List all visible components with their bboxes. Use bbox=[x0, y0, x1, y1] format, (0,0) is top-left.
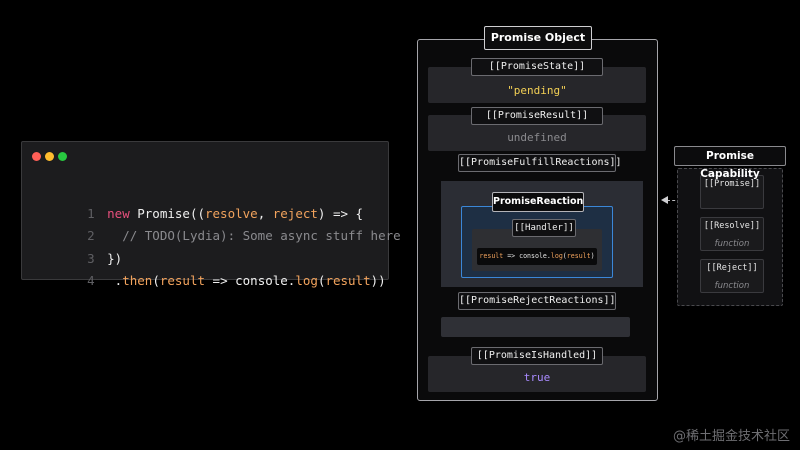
code-token: log bbox=[295, 273, 318, 288]
code-token: => console. bbox=[205, 273, 296, 288]
code-token: }) bbox=[107, 250, 123, 266]
code-block: 1 new Promise((resolve, reject) => { 2 //… bbox=[42, 180, 401, 289]
code-token: , bbox=[257, 205, 273, 221]
code-token: )) bbox=[370, 273, 386, 288]
line-number: 3 bbox=[87, 250, 95, 266]
is-handled-value: true bbox=[523, 371, 551, 384]
code-token: log bbox=[550, 252, 563, 260]
code-token: result bbox=[159, 273, 206, 288]
maximize-dot-icon[interactable] bbox=[58, 152, 67, 161]
promise-state-value: "pending" bbox=[507, 84, 567, 97]
promise-reaction-title: PromiseReaction bbox=[492, 192, 584, 212]
code-line-3: 3}) bbox=[42, 225, 401, 266]
code-editor-window: 1 new Promise((resolve, reject) => { 2 //… bbox=[21, 141, 401, 288]
code-token: => console. bbox=[503, 252, 551, 260]
line-number: 1 bbox=[87, 205, 95, 221]
code-token: ) => { bbox=[317, 205, 364, 221]
capability-slot-value: function bbox=[714, 239, 750, 249]
code-token: then bbox=[122, 273, 153, 288]
code-token: result bbox=[479, 252, 504, 260]
reject-reactions-slot bbox=[441, 317, 630, 337]
promise-reaction-box: result => console.log(result) [[Handler]… bbox=[461, 206, 613, 278]
promise-state-label: [[PromiseState]] bbox=[471, 58, 603, 76]
code-token: result bbox=[325, 273, 371, 288]
code-token: // TODO(Lydia): Some async stuff here bbox=[107, 228, 401, 243]
code-token: new bbox=[107, 205, 130, 221]
promise-object-box: Promise Object "pending" [[PromiseState]… bbox=[417, 26, 658, 401]
code-token: ( bbox=[152, 273, 160, 288]
code-token: ( bbox=[317, 273, 326, 288]
line-number: 2 bbox=[87, 228, 95, 243]
code-token: . bbox=[107, 273, 123, 288]
line-number: 4 bbox=[87, 273, 95, 288]
promise-result-value: undefined bbox=[507, 131, 567, 144]
code-line-2: 2 // TODO(Lydia): Some async stuff here bbox=[42, 203, 401, 243]
code-line-4: 4 .then(result => console.log(result)) bbox=[42, 248, 401, 288]
window-controls bbox=[32, 152, 67, 161]
code-line-1: 1 new Promise((resolve, reject) => { bbox=[42, 180, 401, 221]
capability-reject-slot: [[Reject]] function bbox=[700, 259, 764, 293]
capability-resolve-slot: [[Resolve]] function bbox=[700, 217, 764, 251]
code-token: Promise(( bbox=[129, 205, 205, 221]
code-token: ( bbox=[562, 252, 567, 260]
capability-slot-label: [[Reject]] bbox=[706, 263, 758, 273]
promise-capability-title: Promise Capability bbox=[674, 146, 786, 180]
promise-result-label: [[PromiseResult]] bbox=[471, 107, 603, 125]
code-token: reject bbox=[272, 205, 318, 221]
promise-object-title: Promise Object bbox=[484, 26, 592, 50]
promise-capability-box: [[Promise]] [[Resolve]] function [[Rejec… bbox=[677, 168, 783, 306]
code-token: result bbox=[566, 252, 591, 260]
capability-promise-slot: [[Promise]] bbox=[700, 175, 764, 209]
minimize-dot-icon[interactable] bbox=[45, 152, 54, 161]
reject-reactions-label: [[PromiseRejectReactions]] bbox=[458, 292, 616, 310]
watermark: @稀土掘金技术社区 bbox=[672, 429, 790, 444]
is-handled-label: [[PromiseIsHandled]] bbox=[471, 347, 603, 365]
arrow-head-icon bbox=[661, 196, 668, 204]
capability-slot-value: function bbox=[714, 281, 750, 291]
code-token: resolve bbox=[205, 205, 258, 221]
capability-slot-label: [[Resolve]] bbox=[703, 221, 761, 231]
handler-code: result => console.log(result) bbox=[477, 248, 597, 265]
fulfill-reactions-label: [[PromiseFulfillReactions]] bbox=[458, 154, 622, 172]
handler-label: [[Handler]] bbox=[512, 219, 576, 237]
capability-slot-label: [[Promise]] bbox=[703, 179, 761, 189]
close-dot-icon[interactable] bbox=[32, 152, 41, 161]
code-token: ) bbox=[590, 252, 595, 260]
